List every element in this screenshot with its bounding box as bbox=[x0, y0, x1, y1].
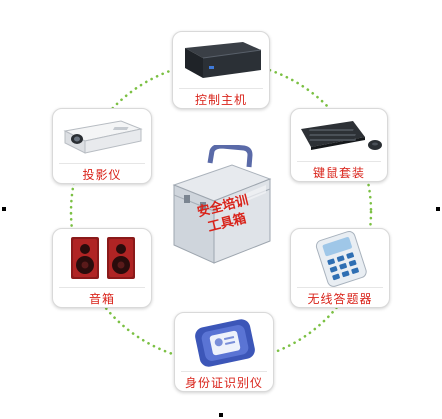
id-card-reader-icon bbox=[195, 319, 255, 367]
card-label: 无线答题器 bbox=[307, 292, 373, 306]
card-wireless-clicker: 无线答题器 bbox=[290, 228, 390, 308]
card-label: 键鼠套装 bbox=[312, 166, 365, 180]
card-divider bbox=[297, 287, 383, 288]
card-control-host: 控制主机 bbox=[172, 31, 270, 109]
card-label: 投影仪 bbox=[82, 168, 122, 182]
corner-mark bbox=[436, 207, 440, 211]
card-divider bbox=[59, 163, 145, 164]
card-keyboard-mouse: 键鼠套装 bbox=[290, 108, 388, 182]
card-divider bbox=[181, 371, 267, 372]
card-label: 控制主机 bbox=[194, 93, 247, 107]
speakers-icon bbox=[71, 237, 135, 279]
card-speakers: 音箱 bbox=[52, 228, 152, 308]
card-divider bbox=[59, 287, 145, 288]
corner-mark bbox=[2, 207, 6, 211]
projector-icon bbox=[63, 120, 143, 154]
toolbox-icon bbox=[172, 145, 272, 264]
keyboard-mouse-icon bbox=[301, 121, 382, 150]
corner-mark bbox=[219, 413, 223, 417]
control-host-icon bbox=[185, 42, 262, 78]
card-label: 音箱 bbox=[88, 292, 115, 306]
card-divider bbox=[297, 161, 381, 162]
wireless-clicker-icon bbox=[315, 231, 367, 287]
card-label: 身份证识别仪 bbox=[184, 376, 263, 390]
card-divider bbox=[179, 88, 263, 89]
card-id-card-reader: 身份证识别仪 bbox=[174, 312, 274, 392]
card-projector: 投影仪 bbox=[52, 108, 152, 184]
